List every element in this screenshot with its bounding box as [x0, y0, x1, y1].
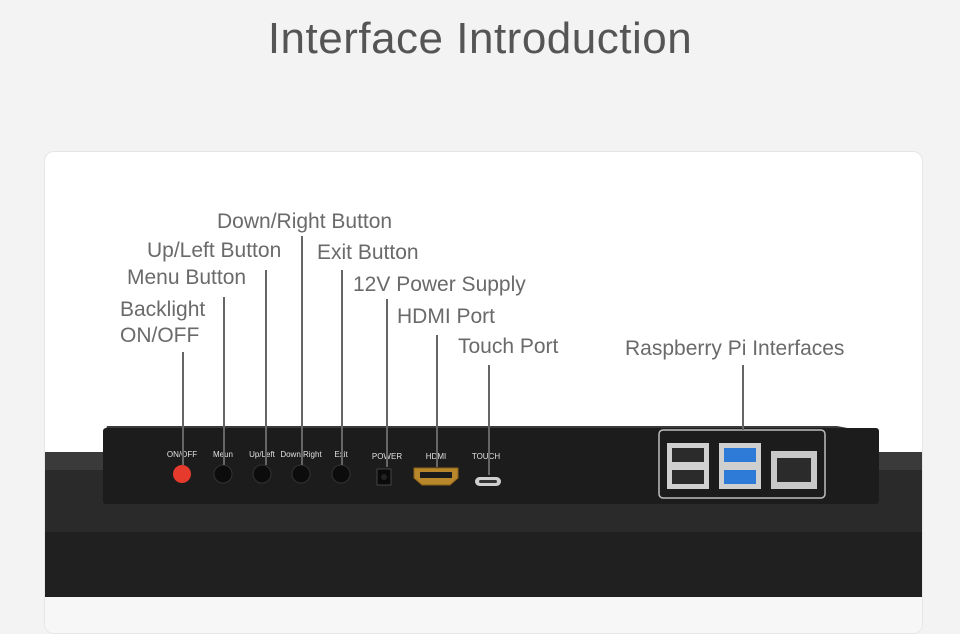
leader-raspberry-pi [742, 365, 744, 430]
leader-down-right [301, 236, 303, 465]
callout-backlight-line2: ON/OFF [120, 324, 200, 347]
callout-power-supply: 12V Power Supply [353, 273, 526, 296]
callout-backlight-line1: Backlight [120, 298, 206, 321]
leader-backlight [182, 352, 184, 465]
up-left-button [252, 464, 272, 484]
power-jack-pin [381, 474, 387, 480]
callout-down-right: Down/Right Button [217, 210, 393, 233]
exit-button [331, 464, 351, 484]
panel-label-upleft: Up/Left [249, 450, 276, 459]
menu-button [213, 464, 233, 484]
raspberry-pi-frame [658, 429, 826, 499]
callout-raspberry-pi: Raspberry Pi Interfaces [625, 337, 845, 360]
touch-usb-c-slot [479, 480, 497, 483]
backlight-button [173, 465, 191, 483]
leader-power [386, 299, 388, 467]
leader-touch [488, 365, 490, 475]
usb3-port-top [724, 448, 756, 462]
usb3-port-bottom [724, 470, 756, 484]
panel-label-touch: TOUCH [472, 452, 501, 461]
callout-touch: Touch Port [458, 335, 559, 358]
card-bottom [45, 597, 922, 633]
page-title: Interface Introduction [267, 14, 693, 63]
leader-hdmi [436, 335, 438, 467]
leader-up-left [265, 270, 267, 465]
callout-up-left: Up/Left Button [147, 239, 282, 262]
leader-exit [341, 270, 343, 465]
usb2-port-top [672, 448, 704, 462]
monitor-lower [45, 532, 922, 597]
device-illustration: ON/OFF Meun Up/Left Down/Right Exit POWE… [45, 426, 922, 633]
leader-menu [223, 297, 225, 465]
callout-exit: Exit Button [317, 241, 419, 264]
ethernet-socket [777, 458, 811, 482]
callout-hdmi: HDMI Port [397, 305, 496, 328]
callout-menu: Menu Button [127, 266, 247, 289]
product-image-card: ON/OFF Meun Up/Left Down/Right Exit POWE… [44, 151, 923, 634]
usb2-port-bottom [672, 470, 704, 484]
hdmi-port-slot [420, 472, 452, 478]
down-right-button [291, 464, 311, 484]
